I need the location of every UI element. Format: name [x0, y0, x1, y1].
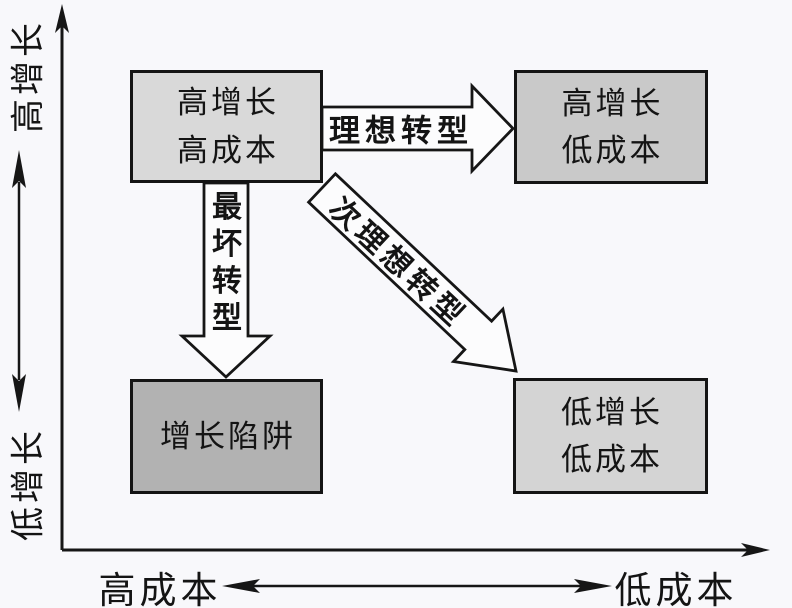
- y-scale-double-arrow: [12, 150, 26, 412]
- box-line: 高增长: [177, 85, 279, 121]
- box-line: 高成本: [177, 132, 279, 168]
- box-high-growth-low-cost: 高增长 低成本: [514, 70, 708, 184]
- sub-ideal-transformation-arrow: [306, 171, 518, 373]
- worst-transformation-arrow: [178, 181, 274, 379]
- box-line: 低成本: [561, 442, 663, 477]
- x-axis-high-cost-label: 高成本: [98, 571, 222, 608]
- y-scale-up-arrowhead-icon: [12, 150, 26, 188]
- box-line: 低增长: [561, 394, 663, 430]
- box-growth-trap: 增长陷阱: [130, 379, 323, 494]
- y-axis-low-growth-label: 低增长: [10, 427, 48, 541]
- box-line: 增长陷阱: [160, 418, 296, 454]
- box-line: 低成本: [561, 133, 664, 168]
- x-axis-arrowhead-icon: [741, 543, 770, 557]
- box-line: 高增长: [561, 85, 664, 121]
- ideal-transformation-label: 理想转型: [329, 113, 473, 149]
- y-axis-arrowhead-icon: [55, 4, 69, 33]
- x-scale-double-arrow: [222, 579, 612, 593]
- x-scale-left-arrowhead-icon: [222, 579, 260, 593]
- ideal-transformation-arrow: [320, 82, 515, 175]
- x-axis-low-cost-label: 低成本: [614, 571, 738, 608]
- y-scale-down-arrowhead-icon: [12, 374, 26, 412]
- x-axis: [62, 543, 770, 557]
- box-low-growth-low-cost: 低增长 低成本: [513, 378, 708, 494]
- y-axis-high-growth-label: 高增长: [10, 19, 48, 133]
- box-high-growth-high-cost: 高增长 高成本: [130, 70, 323, 183]
- y-axis: [55, 4, 69, 550]
- worst-transformation-label: 最坏转型: [212, 191, 242, 335]
- x-scale-right-arrowhead-icon: [574, 579, 612, 593]
